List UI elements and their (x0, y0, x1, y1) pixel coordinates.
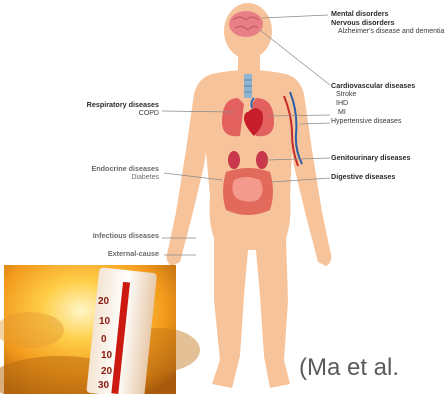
mi-label: MI (338, 109, 346, 117)
thermo-tick: 30 (98, 380, 109, 392)
alzheimer-label: Alzheimer's disease and dementia (338, 28, 444, 36)
thermo-tick: 10 (101, 350, 112, 362)
brain-icon (229, 11, 263, 37)
cardiovascular-label: Cardiovascular diseases (331, 82, 415, 90)
genitourinary-label: Genitourinary diseases (331, 154, 411, 162)
digestive-label: Digestive diseases (331, 173, 395, 181)
respiratory-label: Respiratory diseases (87, 101, 159, 109)
nervous-disorders-label: Nervous disorders (331, 19, 395, 27)
diabetes-label: Diabetes (131, 174, 159, 182)
thermo-tick: 10 (99, 316, 110, 328)
citation-text: (Ma et al. (299, 354, 399, 382)
stroke-label: Stroke (336, 91, 356, 99)
intestines-icon (223, 168, 273, 215)
hypertensive-label: Hypertensive diseases (331, 118, 401, 126)
external-cause-label: External-cause (108, 250, 159, 258)
thermo-tick: 0 (101, 334, 107, 346)
heat-photo (0, 265, 200, 394)
ihd-label: IHD (336, 100, 348, 108)
endocrine-label: Endocrine diseases (91, 165, 159, 173)
infectious-label: Infectious diseases (93, 232, 159, 240)
thermo-tick: 20 (98, 296, 109, 308)
copd-label: COPD (139, 110, 159, 118)
trachea-icon (244, 74, 252, 98)
thermo-tick: 20 (101, 366, 112, 378)
